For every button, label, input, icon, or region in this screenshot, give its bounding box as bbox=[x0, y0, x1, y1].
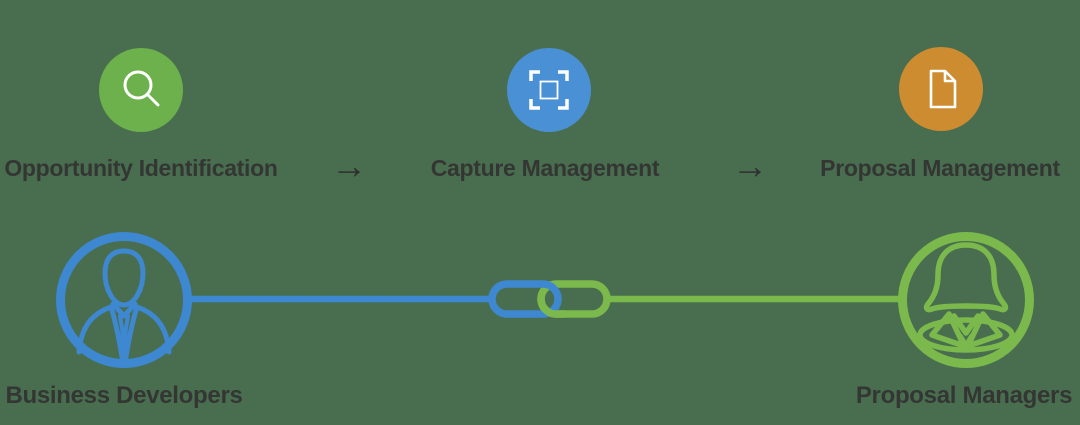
step-label-capture-management: Capture Management bbox=[430, 155, 660, 181]
arrow-right-icon: → bbox=[331, 145, 367, 186]
step-label-proposal-management: Proposal Management bbox=[820, 155, 1060, 181]
actor-label-proposal-managers: Proposal Managers bbox=[855, 382, 1073, 409]
proposal-manager-avatar bbox=[898, 232, 1034, 368]
avatar-ring bbox=[898, 232, 1034, 368]
avatar-ring bbox=[56, 232, 192, 368]
capture-management-badge bbox=[507, 48, 591, 132]
actor-label-business-developers: Business Developers bbox=[5, 382, 243, 409]
step-label-opportunity-identification: Opportunity Identification bbox=[4, 155, 278, 181]
document-icon bbox=[929, 69, 957, 109]
magnifier-icon bbox=[123, 70, 160, 107]
arrow-right-icon: → bbox=[732, 145, 768, 186]
proposal-management-badge bbox=[899, 47, 983, 131]
businessman-icon bbox=[76, 248, 172, 360]
chain-link-icon bbox=[488, 280, 611, 318]
businesswoman-icon bbox=[917, 242, 1015, 353]
opportunity-identification-badge bbox=[99, 48, 183, 132]
capture-frame-icon bbox=[529, 70, 569, 110]
business-developer-avatar bbox=[56, 232, 192, 368]
